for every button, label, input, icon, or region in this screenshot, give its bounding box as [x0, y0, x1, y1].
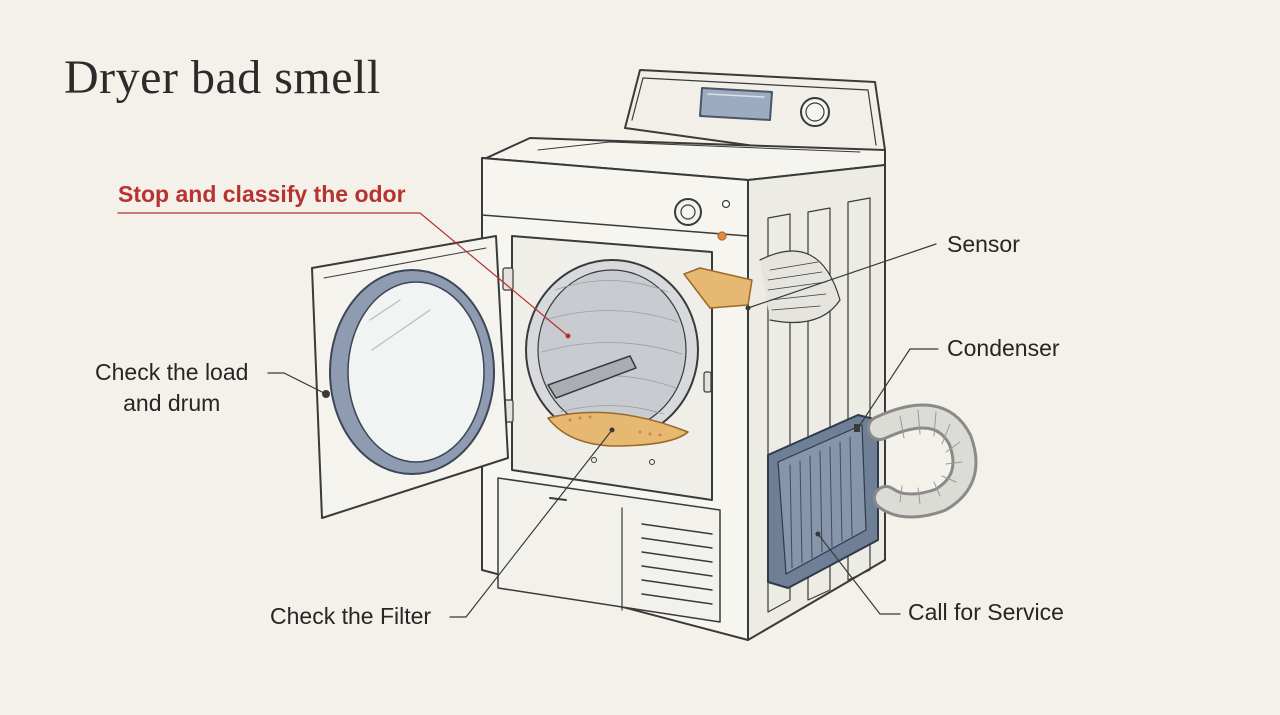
- callout-load: Check the load and drum: [95, 357, 248, 419]
- condenser-leader: [857, 348, 939, 429]
- condenser-unit: [767, 414, 879, 589]
- callout-service: Call for Service: [908, 599, 1064, 625]
- callout-filter: Check the Filter: [270, 603, 432, 629]
- callout-odor: Stop and classify the odor: [118, 181, 406, 207]
- lint-filter: [547, 411, 689, 447]
- service-leader: [817, 533, 901, 615]
- filter-leader: [449, 429, 613, 618]
- page-title: Dryer bad smell: [64, 51, 381, 104]
- odor-underline-leader: [117, 212, 569, 337]
- callout-load-line1: Check the load: [95, 359, 249, 385]
- callout-load-line2: and drum: [123, 390, 221, 416]
- callout-sensor: Sensor: [947, 231, 1020, 257]
- callout-condenser: Condenser: [947, 335, 1060, 361]
- humidity-sensor: [683, 267, 753, 309]
- load-leader: [267, 372, 327, 395]
- sensor-leader: [747, 243, 937, 309]
- dryer-door: [311, 235, 509, 519]
